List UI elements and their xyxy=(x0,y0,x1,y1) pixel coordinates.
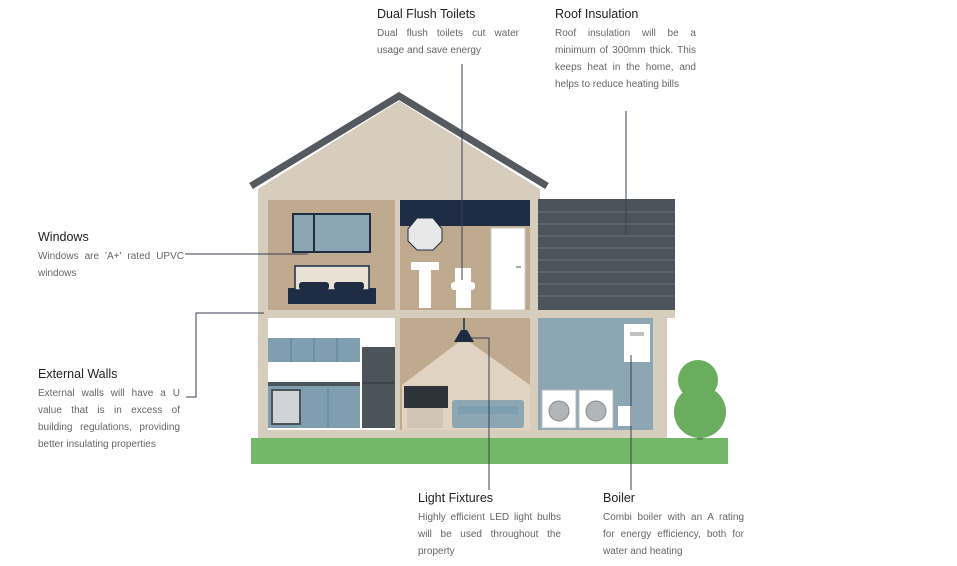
fridge-icon xyxy=(362,347,395,428)
insulation-panel xyxy=(538,199,675,311)
bed-icon xyxy=(288,288,376,304)
callout-boiler: Boiler Combi boiler with an A rating for… xyxy=(603,491,744,560)
callout-windows: Windows Windows are 'A+' rated UPVC wind… xyxy=(38,230,184,282)
boiler-icon xyxy=(624,324,650,362)
mirror-icon xyxy=(407,217,443,251)
callout-title: Roof Insulation xyxy=(555,7,639,21)
door-icon xyxy=(490,227,526,311)
roof-outline xyxy=(249,91,549,189)
bedroom xyxy=(268,200,395,310)
callout-title: Light Fixtures xyxy=(418,491,494,505)
callout-text: External walls will have a U value that … xyxy=(38,388,180,450)
callout-text: Highly efficient LED light bulbs will be… xyxy=(418,512,561,557)
callout-text: Combi boiler with an A rating for energy… xyxy=(603,512,744,557)
tv-icon xyxy=(404,386,448,408)
callout-title: External Walls xyxy=(38,367,118,381)
callout-title: Boiler xyxy=(603,491,635,505)
washing-machine-icon xyxy=(541,389,577,429)
oven-icon xyxy=(271,389,301,425)
callout-text: Windows are 'A+' rated UPVC windows xyxy=(38,251,184,279)
callout-light-fixtures: Light Fixtures Highly efficient LED ligh… xyxy=(418,491,561,560)
callout-roof-insulation: Roof Insulation Roof insulation will be … xyxy=(555,7,696,93)
kitchen xyxy=(268,318,395,430)
window-icon xyxy=(292,213,371,253)
callout-title: Dual Flush Toilets xyxy=(377,7,476,21)
callout-lines xyxy=(185,64,632,490)
utility-room xyxy=(538,318,653,430)
toilet-icon xyxy=(455,268,471,282)
living-room xyxy=(400,318,530,430)
callout-external-walls: External Walls External walls will have … xyxy=(38,367,180,453)
tree-icon xyxy=(674,360,726,440)
callout-dual-flush: Dual Flush Toilets Dual flush toilets cu… xyxy=(377,7,519,59)
lamp-icon xyxy=(454,330,474,342)
callout-title: Windows xyxy=(38,230,89,244)
bathroom xyxy=(400,200,530,311)
callout-text: Roof insulation will be a minimum of 300… xyxy=(555,28,696,90)
callout-text: Dual flush toilets cut water usage and s… xyxy=(377,28,519,56)
sink-icon xyxy=(411,262,439,270)
